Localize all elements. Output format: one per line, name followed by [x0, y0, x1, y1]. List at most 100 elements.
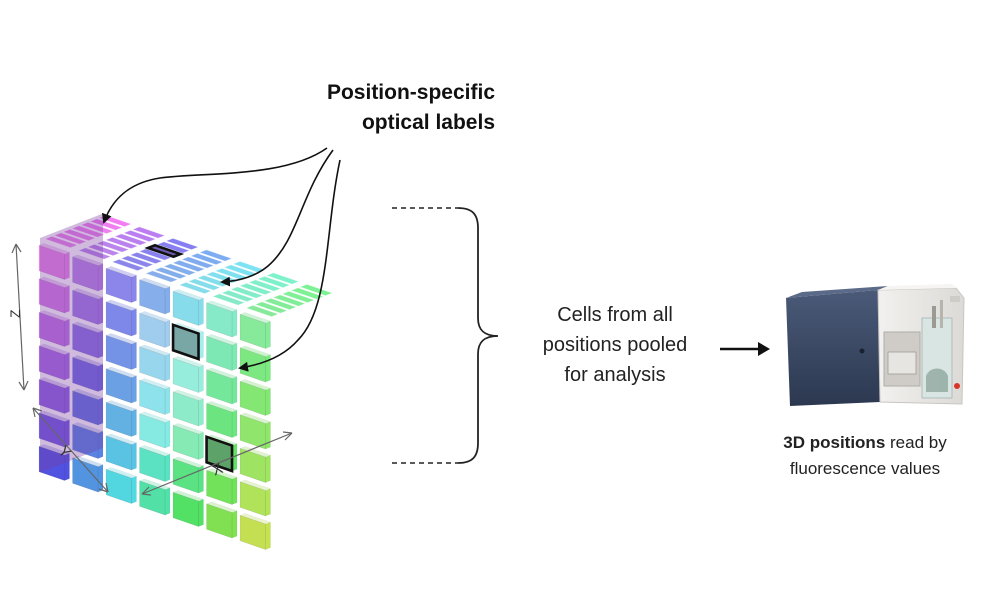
cube-top-cell — [232, 260, 267, 274]
cube-front-cell — [139, 312, 166, 348]
cube-front-cell — [239, 481, 266, 517]
cube-front-cell — [105, 368, 132, 404]
cube-top-cell — [180, 256, 215, 269]
cube-side-cell — [131, 408, 137, 437]
cube-top-cell — [178, 281, 213, 295]
cube-front-cell — [206, 302, 233, 338]
cube-side-cell — [265, 421, 271, 450]
cube-top-cell — [171, 259, 206, 273]
cube-top-cell — [247, 279, 282, 292]
cube-front-cell — [72, 390, 99, 426]
cube-front-cell — [72, 323, 99, 359]
cube-top-cell — [122, 229, 157, 243]
cube-front-cell — [139, 279, 166, 315]
cube-side-cell — [265, 320, 271, 349]
curly-brace — [457, 207, 499, 464]
cube-top-cell — [77, 247, 112, 260]
cube-top-cell — [254, 301, 289, 314]
cube-top-cell — [198, 249, 233, 262]
cube-front-cell — [239, 313, 266, 349]
cube-front-cell — [206, 503, 233, 539]
cube-top-cell — [165, 237, 200, 251]
cube-front-cell — [206, 369, 233, 405]
cube-side-cell — [265, 488, 271, 517]
cube-side-cell — [231, 409, 238, 438]
cube-top-cell — [120, 255, 155, 268]
cube-front-cell — [105, 267, 132, 303]
pooling-brace — [392, 207, 499, 464]
readout-caption: 3D positions read by fluorescence values — [760, 430, 970, 482]
cube-side-cell — [131, 442, 137, 471]
cube-side-cell — [231, 510, 238, 539]
cube-front-cell — [239, 447, 266, 483]
label-pointer-arrows — [102, 147, 341, 372]
cube-side-cell — [131, 375, 137, 404]
cube-side-cell — [164, 453, 171, 482]
cube-front-cell — [239, 514, 266, 550]
cube-top-cell — [272, 294, 307, 307]
cube-front-cell — [72, 457, 99, 493]
cube-top-cell — [95, 240, 130, 253]
cube-side-cell — [131, 341, 137, 370]
readout-bold-text: 3D positions — [783, 433, 886, 452]
cube-side-cell — [164, 286, 171, 315]
cube-front-cell — [38, 345, 65, 381]
cube-top-cell — [265, 272, 300, 285]
highlighted-cube-middle — [171, 323, 200, 361]
title-line-2: optical labels — [361, 111, 495, 134]
cube-top-cell — [245, 304, 280, 318]
pointer-arrow-top — [102, 147, 328, 224]
color-cube-grid — [38, 213, 334, 550]
cube-side-cell — [231, 342, 238, 371]
cube-side-cell — [198, 297, 204, 326]
cube-front-cell — [139, 346, 166, 382]
cube-front-cell — [38, 445, 65, 481]
cube-top-cell — [211, 293, 246, 306]
cube-front-cell — [172, 424, 199, 460]
cube-top-cell — [80, 221, 115, 235]
cube-side-cell — [164, 319, 171, 348]
cube-front-cell — [172, 357, 199, 393]
pooled-line-2: positions pooled — [542, 334, 688, 356]
cube-top-cell — [44, 235, 79, 249]
cube-side-cell — [164, 386, 171, 415]
cube-left-face — [40, 213, 103, 473]
cube-front-cell — [206, 335, 233, 371]
cube-side-cell — [164, 420, 171, 449]
cube-front-cell — [206, 402, 233, 438]
pooled-line-3: for analysis — [564, 364, 666, 386]
cube-front-cell — [105, 334, 132, 370]
cube-front-cell — [105, 435, 132, 471]
cube-top-cell — [138, 248, 173, 261]
readout-rest-text: read by — [885, 433, 947, 452]
highlighted-cube-top — [144, 243, 185, 259]
cube-side-cell — [265, 387, 271, 416]
cube-front-cell — [239, 380, 266, 416]
cube-top-cell — [229, 286, 264, 299]
cube-top-cell — [62, 228, 97, 242]
cube-side-cell — [198, 498, 204, 527]
cube-top-cell — [220, 289, 255, 303]
cube-front-cell — [72, 423, 99, 459]
cube-top-cell — [144, 270, 179, 283]
pooled-cells-text: Cells from all positions pooled for anal… — [515, 300, 715, 390]
cube-front-cell — [72, 356, 99, 392]
cube-side-cell — [265, 454, 271, 483]
z-axis-label: Z — [7, 309, 23, 318]
cube-front-cell — [239, 414, 266, 450]
cube-side-cell — [97, 464, 104, 493]
cube-side-cell — [231, 476, 238, 505]
cube-top-cell — [53, 232, 88, 245]
cube-top-cell — [156, 241, 191, 254]
cube-top-cell — [162, 263, 197, 276]
cube-side-cell — [164, 487, 171, 516]
cube-side-cell — [265, 354, 271, 383]
cube-front-cell — [105, 401, 132, 437]
cube-front-cell — [105, 301, 132, 337]
cube-side-cell — [231, 376, 238, 405]
cube-front-cell — [172, 290, 199, 326]
cube-top-cell — [89, 218, 124, 231]
cube-front-cell — [139, 413, 166, 449]
cube-front-cell — [72, 256, 99, 292]
